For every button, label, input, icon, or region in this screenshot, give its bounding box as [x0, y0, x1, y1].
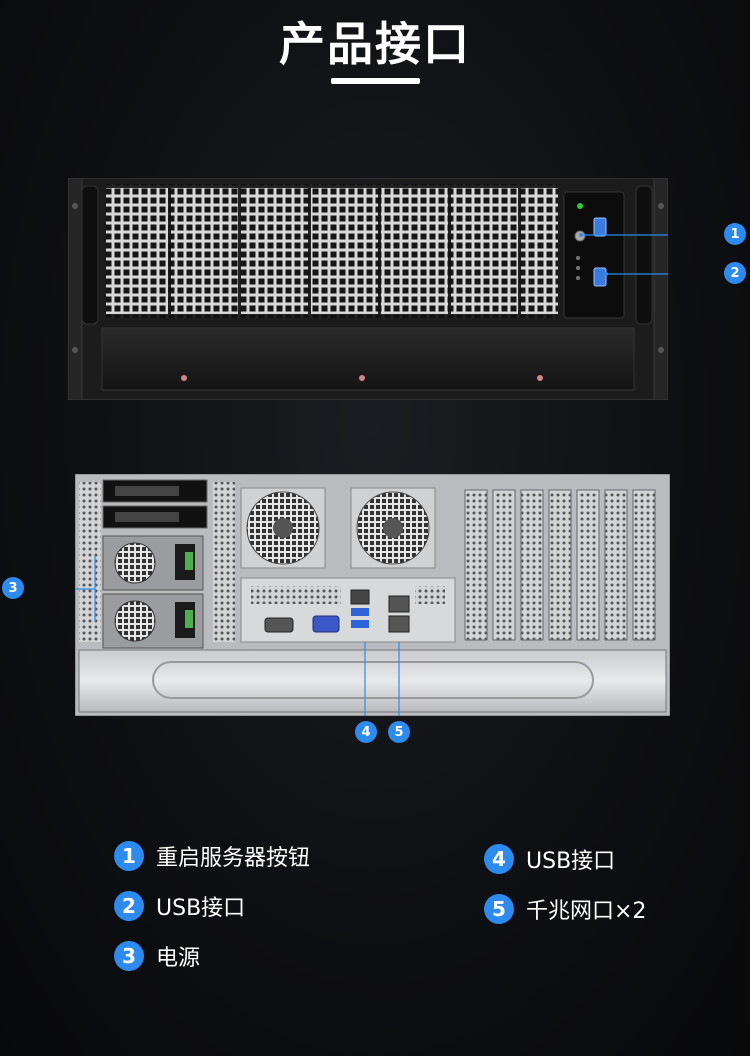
- callout-marker-4: 4: [355, 721, 377, 743]
- page-title: 产品接口: [279, 17, 471, 71]
- legend-number: 2: [114, 891, 144, 921]
- title-underline: [331, 78, 420, 84]
- legend-item-gigabit-ports: 5 千兆网口×2: [484, 893, 646, 925]
- legend-number: 4: [484, 844, 514, 874]
- legend-label: 千兆网口×2: [526, 899, 647, 924]
- legend-item-usb-rear: 4 USB接口: [484, 843, 615, 875]
- legend-item-usb-front: 2 USB接口: [114, 890, 245, 922]
- callout-marker-3: 3: [2, 577, 24, 599]
- callout-marker-2: 2: [724, 262, 746, 284]
- legend-item-restart-button: 1 重启服务器按钮: [114, 840, 310, 872]
- legend-item-power: 3 电源: [114, 940, 200, 972]
- rear-chassis-image: [0, 473, 671, 722]
- front-chassis-image: [67, 177, 726, 401]
- legend-label: USB接口: [526, 849, 616, 874]
- callout-marker-5: 5: [388, 721, 410, 743]
- legend-number: 1: [114, 841, 144, 871]
- legend-number: 3: [114, 941, 144, 971]
- legend-label: 重启服务器按钮: [156, 846, 311, 871]
- callout-marker-1: 1: [724, 223, 746, 245]
- legend-label: USB接口: [156, 896, 246, 921]
- legend-label: 电源: [156, 946, 201, 971]
- legend-number: 5: [484, 894, 514, 924]
